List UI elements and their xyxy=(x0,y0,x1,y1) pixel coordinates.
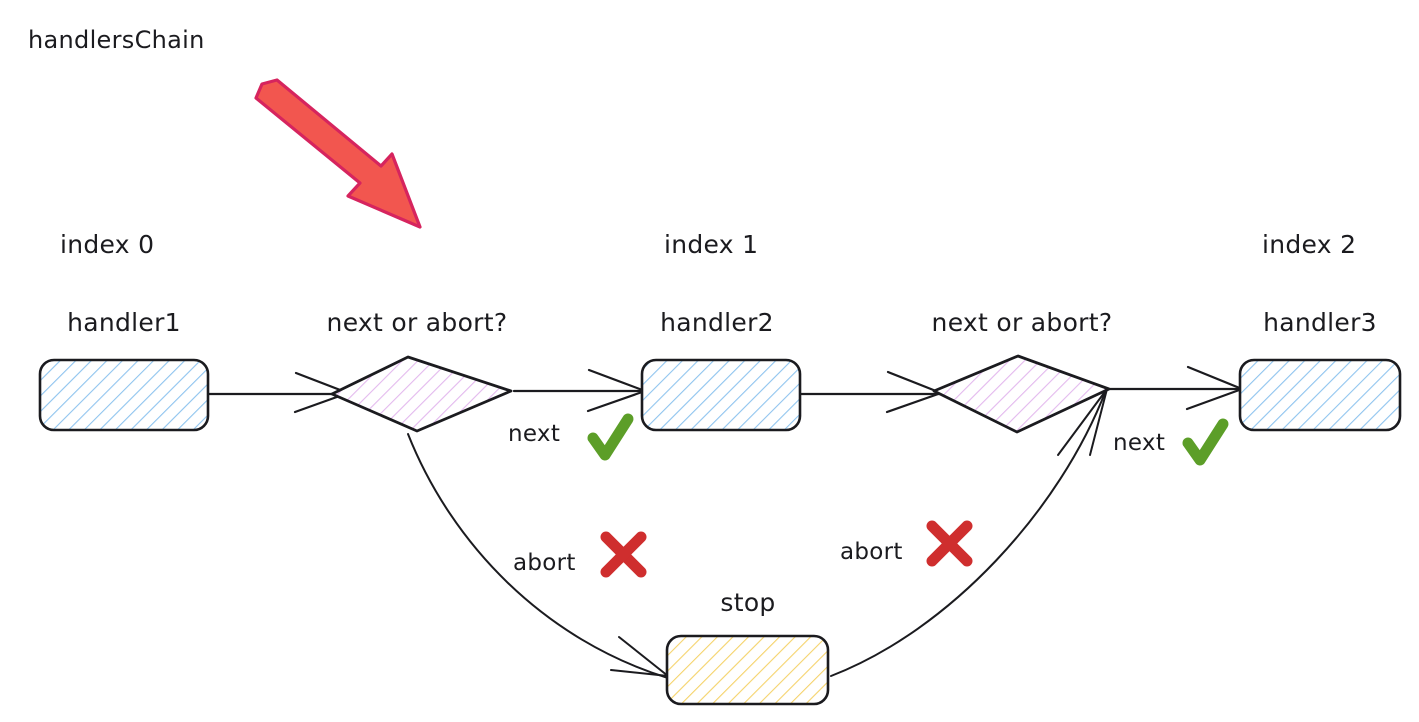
node-handler1[interactable] xyxy=(38,358,210,432)
node-label-handler2: handler2 xyxy=(660,308,774,337)
node-label-decision2: next or abort? xyxy=(932,308,1113,337)
index-label-1: index 1 xyxy=(664,230,758,259)
node-handler3[interactable] xyxy=(1238,358,1402,432)
edge-label-abort-1: abort xyxy=(513,550,576,576)
node-stop[interactable] xyxy=(665,634,830,706)
abort-rejected-cross-1 xyxy=(600,531,647,578)
edge-handler1-decision1 xyxy=(207,371,350,414)
node-label-stop: stop xyxy=(720,588,775,617)
node-label-decision1: next or abort? xyxy=(327,308,508,337)
edge-label-abort-2: abort xyxy=(840,539,903,565)
abort-rejected-cross-2 xyxy=(926,520,973,567)
edge-decision2-handler3 xyxy=(1108,365,1245,411)
red-arrow-pointer xyxy=(254,78,422,229)
index-label-0: index 0 xyxy=(60,230,154,259)
node-decision2[interactable] xyxy=(932,354,1111,434)
edge-decision1-handler2 xyxy=(512,368,647,413)
diagram-title: handlersChain xyxy=(28,26,205,54)
next-accepted-check-1 xyxy=(587,413,634,461)
edge-label-next-2: next xyxy=(1113,430,1165,456)
node-decision1[interactable] xyxy=(330,355,513,433)
node-label-handler1: handler1 xyxy=(67,308,181,337)
edge-handler2-decision2 xyxy=(799,370,943,414)
index-label-2: index 2 xyxy=(1262,230,1356,259)
next-accepted-check-2 xyxy=(1182,418,1229,466)
edge-decision2-stop xyxy=(830,388,1108,677)
edge-label-next-1: next xyxy=(508,421,560,447)
node-label-handler3: handler3 xyxy=(1263,308,1377,337)
node-handler2[interactable] xyxy=(640,358,802,432)
